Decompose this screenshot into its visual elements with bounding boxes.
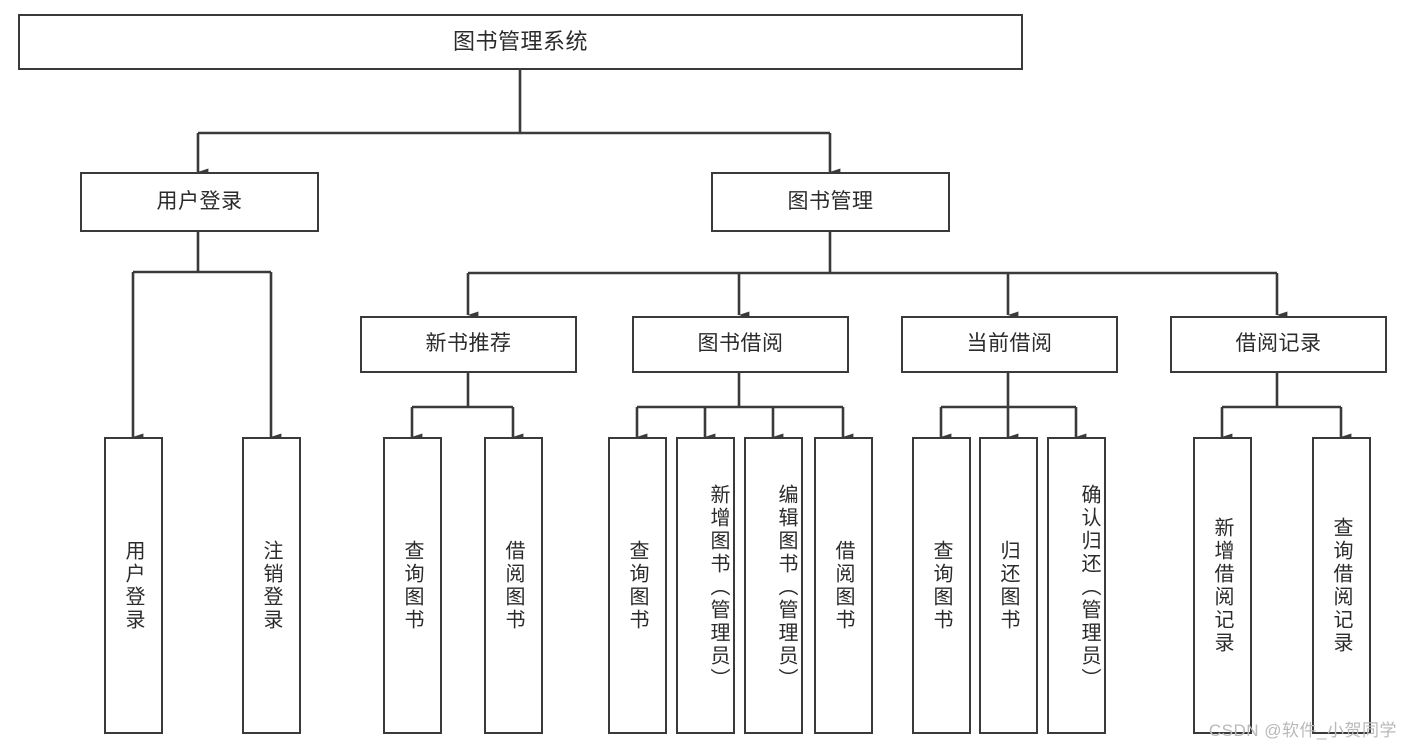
node-leaf-confirm-return-label: 确认归还（管理员）: [1078, 484, 1100, 691]
node-new-book-recommend-label: 新书推荐: [425, 332, 512, 356]
node-leaf-borrow-book-1[interactable]: 借阅图书: [484, 437, 543, 734]
node-leaf-query-record[interactable]: 查询借阅记录: [1312, 437, 1371, 734]
node-leaf-logout[interactable]: 注销登录: [242, 437, 301, 734]
node-leaf-add-record-label: 新增借阅记录: [1211, 516, 1233, 655]
node-leaf-return-book-label: 归还图书: [997, 539, 1019, 632]
node-borrow-record[interactable]: 借阅记录: [1170, 316, 1387, 373]
node-leaf-query-book-2[interactable]: 查询图书: [608, 437, 667, 734]
node-leaf-return-book[interactable]: 归还图书: [979, 437, 1038, 734]
node-book-borrow-label: 图书借阅: [697, 332, 784, 356]
node-leaf-query-book-3[interactable]: 查询图书: [912, 437, 971, 734]
node-leaf-add-book[interactable]: 新增图书（管理员）: [676, 437, 735, 734]
node-root-label: 图书管理系统: [452, 29, 588, 55]
node-leaf-user-login[interactable]: 用户登录: [104, 437, 163, 734]
node-leaf-edit-book[interactable]: 编辑图书（管理员）: [744, 437, 803, 734]
node-new-book-recommend[interactable]: 新书推荐: [360, 316, 577, 373]
node-leaf-query-book-3-label: 查询图书: [930, 539, 952, 632]
node-current-borrow[interactable]: 当前借阅: [901, 316, 1118, 373]
node-root[interactable]: 图书管理系统: [18, 14, 1023, 70]
node-leaf-edit-book-label: 编辑图书（管理员）: [775, 484, 797, 691]
node-book-borrow[interactable]: 图书借阅: [632, 316, 849, 373]
node-current-borrow-label: 当前借阅: [966, 332, 1053, 356]
node-leaf-query-book-1[interactable]: 查询图书: [383, 437, 442, 734]
node-leaf-user-login-label: 用户登录: [122, 539, 144, 632]
node-user-login-label: 用户登录: [156, 189, 243, 213]
node-leaf-add-record[interactable]: 新增借阅记录: [1193, 437, 1252, 734]
node-leaf-borrow-book-2-label: 借阅图书: [832, 539, 854, 632]
node-leaf-borrow-book-2[interactable]: 借阅图书: [814, 437, 873, 734]
node-leaf-add-book-label: 新增图书（管理员）: [707, 484, 729, 691]
node-book-manage-label: 图书管理: [787, 189, 874, 213]
node-user-login[interactable]: 用户登录: [80, 172, 319, 232]
node-leaf-query-book-1-label: 查询图书: [401, 539, 423, 632]
node-leaf-borrow-book-1-label: 借阅图书: [502, 539, 524, 632]
node-borrow-record-label: 借阅记录: [1235, 332, 1322, 356]
node-leaf-query-record-label: 查询借阅记录: [1330, 516, 1352, 655]
node-leaf-query-book-2-label: 查询图书: [626, 539, 648, 632]
watermark-text: CSDN @软件_小贺同学: [1208, 721, 1397, 740]
node-leaf-confirm-return[interactable]: 确认归还（管理员）: [1047, 437, 1106, 734]
node-leaf-logout-label: 注销登录: [260, 539, 282, 632]
node-book-manage[interactable]: 图书管理: [711, 172, 950, 232]
